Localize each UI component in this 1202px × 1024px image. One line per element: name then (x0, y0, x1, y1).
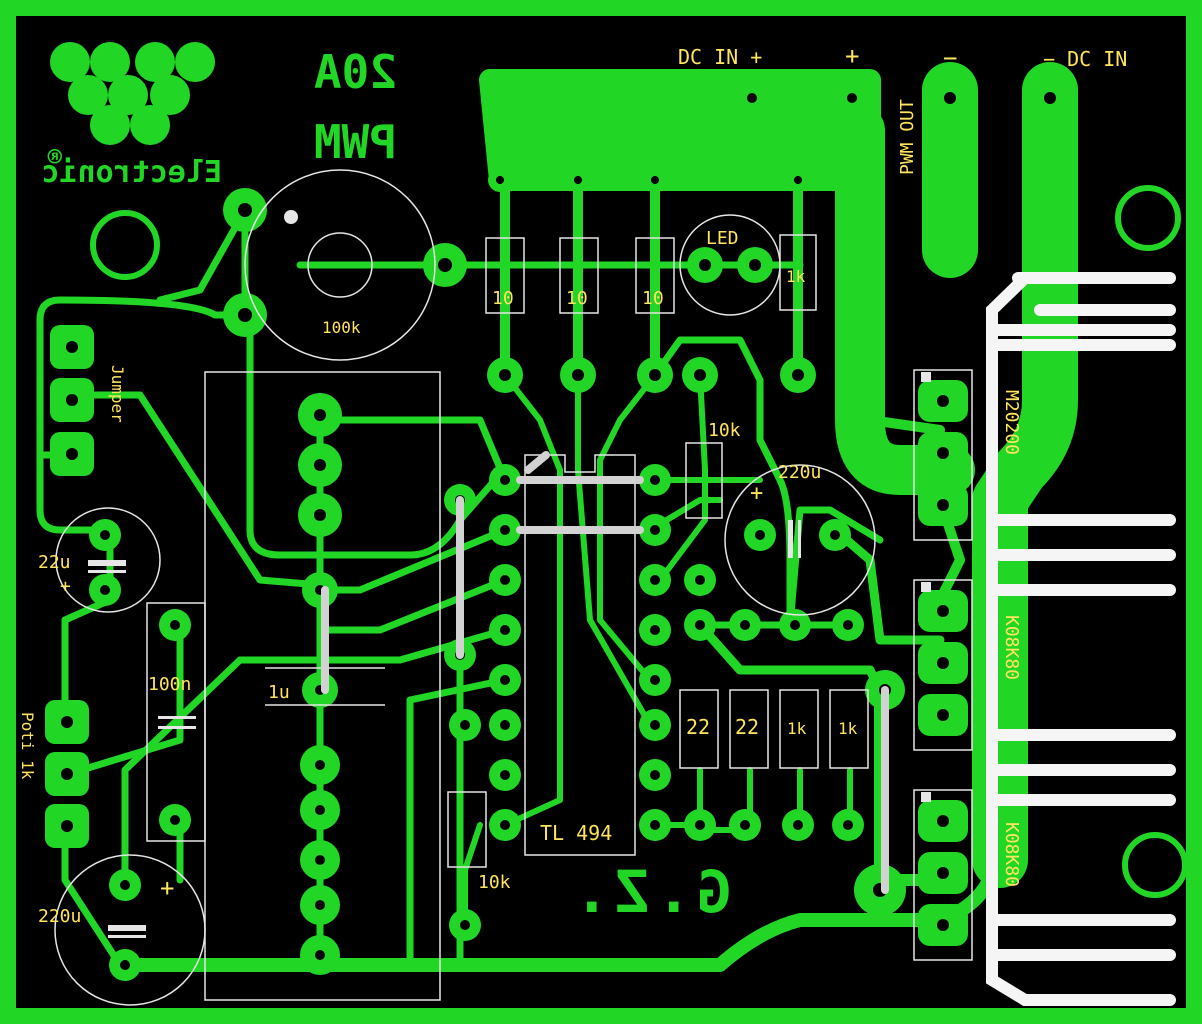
logo-registered-mark: ® (47, 143, 62, 171)
silkscreen (54, 169, 973, 1006)
label-pot-100k: 100k (322, 318, 361, 337)
title-line-1: 20A (314, 45, 397, 99)
label-jumper: Jumper (108, 365, 127, 423)
label-mosfet-1: M20200 (1001, 390, 1022, 455)
label-poti: Poti 1k (18, 712, 37, 780)
label-cap-220u-bottom: 220u (38, 906, 81, 927)
label-r-10-b: 10 (566, 288, 588, 309)
label-mosfet-2: K08K80 (1001, 615, 1022, 680)
label-cap-220u-top: 220u (778, 462, 821, 483)
label-r-10-c: 10 (642, 288, 664, 309)
label-r-1k-a: 1k (787, 719, 807, 738)
logo-mark (50, 42, 215, 145)
jumper-wires (321, 451, 889, 894)
heatsink-outline (986, 272, 1176, 1006)
title-line-2: PWM (314, 115, 397, 169)
label-r-1k-led: 1k (786, 267, 806, 286)
label-minus: − (943, 44, 957, 72)
label-cap-22u-plus: + (60, 576, 71, 597)
label-cap-100n: 100n (148, 674, 191, 695)
label-r-10k-top: 10k (708, 420, 741, 441)
label-cap-1u: 1u (268, 682, 290, 703)
label-r-10k-bottom: 10k (478, 872, 511, 893)
label-led: LED (706, 228, 739, 249)
label-pwm-out: PWM OUT (897, 99, 918, 175)
label-cap-plus-top: + (750, 481, 763, 506)
component-marks (88, 210, 931, 938)
label-ic: TL 494 (540, 821, 612, 845)
logo-brand-text: Electronic (41, 155, 222, 190)
mounting-holes (90, 185, 1188, 898)
author-initials: G.Z. (568, 858, 732, 926)
label-plus: + (845, 42, 859, 70)
label-r-22-b: 22 (735, 715, 759, 739)
label-dc-in-minus: − DC IN (1043, 47, 1127, 71)
label-r-1k-b: 1k (838, 719, 858, 738)
label-mosfet-3: K08K80 (1001, 822, 1022, 887)
label-dc-in-plus: DC IN + (678, 45, 762, 69)
drill-holes (61, 92, 1056, 970)
label-r-10-a: 10 (492, 288, 514, 309)
label-cap-plus-bottom: + (160, 874, 174, 902)
label-r-22-a: 22 (686, 715, 710, 739)
label-cap-22u: 22u (38, 552, 71, 573)
